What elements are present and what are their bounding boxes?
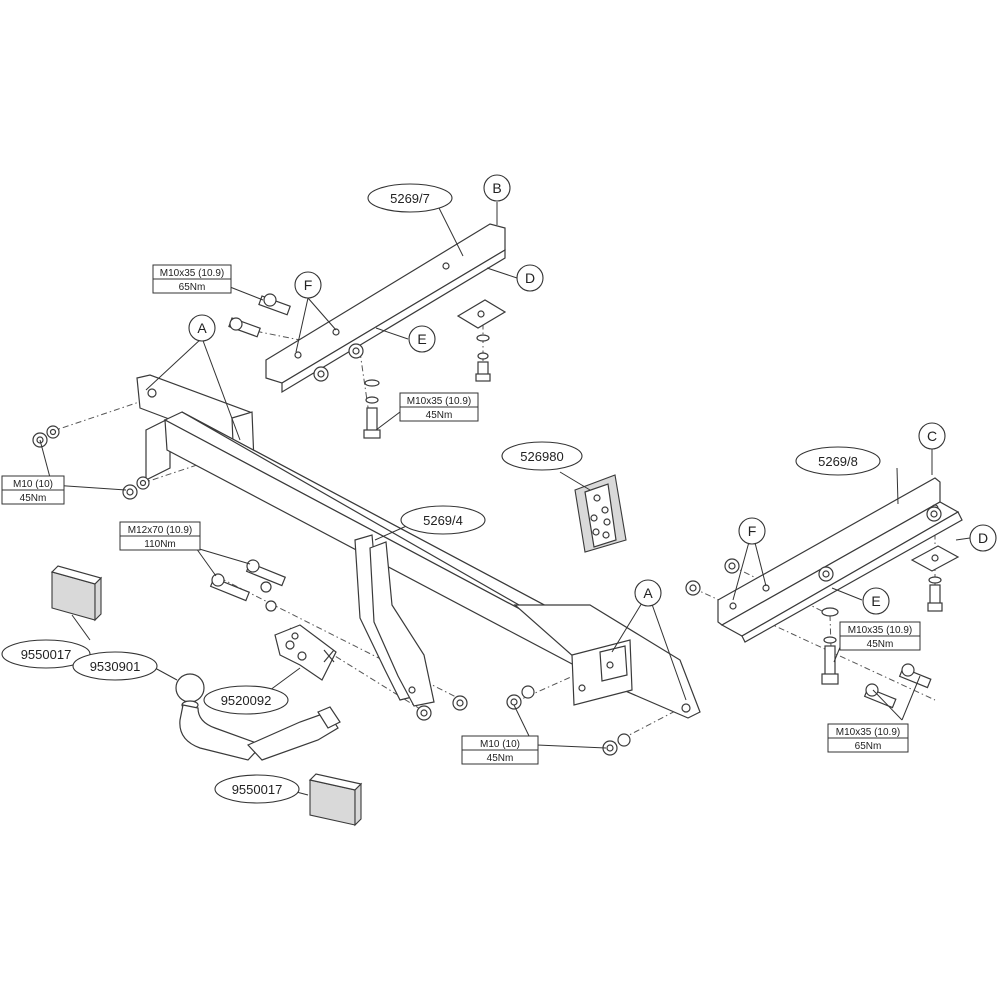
svg-text:9550017: 9550017 — [21, 647, 72, 662]
label-9530901: 9530901 — [72, 651, 158, 681]
svg-text:M10x35 (10.9): M10x35 (10.9) — [407, 396, 471, 407]
svg-text:5269/4: 5269/4 — [423, 513, 463, 528]
callout-a-left: A — [188, 314, 216, 342]
callout-e-right: E — [862, 587, 890, 615]
fasteners — [32, 293, 943, 756]
callout-d-right: D — [969, 524, 997, 552]
socket-plate-9520092 — [274, 624, 337, 681]
svg-text:M10 (10): M10 (10) — [13, 479, 53, 490]
crossbar-5269-4 — [136, 374, 701, 719]
label-5269-7: 5269/7 — [367, 183, 453, 213]
svg-text:9530901: 9530901 — [90, 659, 141, 674]
svg-text:D: D — [525, 270, 535, 286]
svg-text:526980: 526980 — [520, 449, 563, 464]
svg-text:F: F — [304, 277, 313, 293]
callout-b: B — [483, 174, 511, 202]
label-5269-8: 5269/8 — [795, 446, 881, 476]
callout-d-top: D — [516, 264, 544, 292]
svg-text:F: F — [748, 523, 757, 539]
svg-text:E: E — [417, 331, 426, 347]
svg-text:5269/7: 5269/7 — [390, 191, 430, 206]
label-9550017-bottom: 9550017 — [214, 774, 300, 804]
tow-ball-9530901 — [175, 673, 341, 761]
svg-text:M10x35 (10.9): M10x35 (10.9) — [836, 727, 900, 738]
block-9550017-bottom — [308, 773, 363, 827]
block-9550017-top — [50, 565, 103, 622]
svg-text:D: D — [978, 530, 988, 546]
spec-m10x35-45nm-top: M10x35 (10.9) 45Nm — [399, 392, 479, 422]
svg-text:110Nm: 110Nm — [144, 539, 176, 550]
spec-m10x35-65nm-right: M10x35 (10.9) 65Nm — [827, 723, 909, 753]
callout-c: C — [918, 422, 946, 450]
bracket-5269-7 — [265, 223, 507, 394]
adapter-plate-526980 — [574, 474, 627, 553]
bracket-5269-8 — [717, 477, 963, 643]
label-9520092: 9520092 — [203, 685, 289, 715]
svg-text:E: E — [871, 593, 880, 609]
callout-a-right: A — [634, 579, 662, 607]
svg-text:M10x35 (10.9): M10x35 (10.9) — [160, 268, 224, 279]
svg-text:M10x35 (10.9): M10x35 (10.9) — [848, 625, 912, 636]
svg-text:M10 (10): M10 (10) — [480, 739, 520, 750]
svg-text:A: A — [643, 585, 653, 601]
label-9550017-top: 9550017 — [1, 639, 91, 669]
svg-text:45Nm: 45Nm — [867, 639, 894, 650]
svg-text:A: A — [197, 320, 207, 336]
callout-f-right: F — [738, 517, 766, 545]
svg-text:65Nm: 65Nm — [855, 741, 882, 752]
svg-text:C: C — [927, 428, 937, 444]
spec-m10-45nm-bottom: M10 (10) 45Nm — [461, 735, 539, 765]
spec-m12x70-110nm: M12x70 (10.9) 110Nm — [119, 521, 201, 551]
spec-m10x35-45nm-right: M10x35 (10.9) 45Nm — [839, 621, 921, 651]
callout-f-top: F — [294, 271, 322, 299]
label-5269-4: 5269/4 — [400, 505, 486, 535]
callout-e-top: E — [408, 325, 436, 353]
leader-lines — [39, 197, 971, 796]
svg-text:65Nm: 65Nm — [179, 282, 206, 293]
svg-text:9520092: 9520092 — [221, 693, 272, 708]
spec-m10x35-65nm-top: M10x35 (10.9) 65Nm — [152, 264, 232, 294]
svg-text:B: B — [492, 180, 501, 196]
svg-text:9550017: 9550017 — [232, 782, 283, 797]
svg-text:5269/8: 5269/8 — [818, 454, 858, 469]
label-526980: 526980 — [501, 441, 583, 471]
spec-m10-45nm-left: M10 (10) 45Nm — [1, 475, 65, 505]
svg-text:45Nm: 45Nm — [426, 410, 453, 421]
svg-text:45Nm: 45Nm — [20, 493, 47, 504]
svg-text:M12x70 (10.9): M12x70 (10.9) — [128, 525, 192, 536]
svg-text:45Nm: 45Nm — [487, 753, 514, 764]
